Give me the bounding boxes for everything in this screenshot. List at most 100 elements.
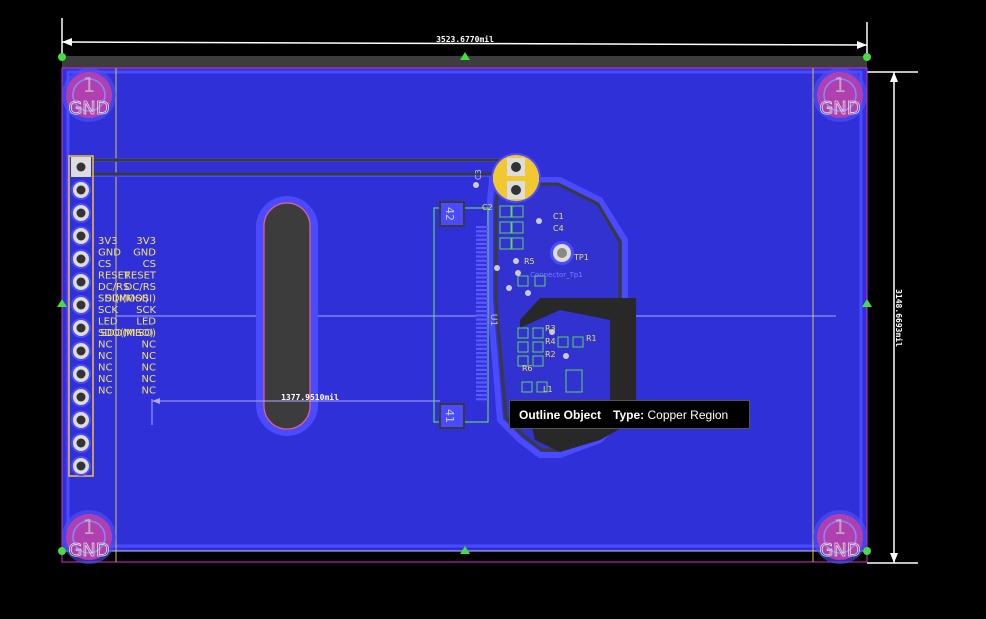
fpc-connector-u1[interactable]: 42 41 U1 [433,201,498,429]
fpc-pin [476,268,488,271]
fpc-pin [476,301,488,304]
svg-text:R1: R1 [586,334,597,343]
fpc-pin [476,263,488,266]
pin-header[interactable] [68,155,94,477]
mounting-hole-top-left[interactable]: 1 GND [62,68,116,122]
mounting-hole-bottom-right[interactable]: 1 GND [813,510,867,564]
fpc-pin [476,389,488,392]
header-pin[interactable] [71,226,91,246]
fpc-pin [476,343,488,346]
header-pin[interactable] [71,180,91,200]
tooltip-type-label: Type: [613,407,645,422]
header-label-left: NC [98,374,112,385]
header-pin[interactable] [71,410,91,430]
fpc-pin [476,255,488,258]
svg-text:R3: R3 [545,324,556,333]
test-point-tp1[interactable] [550,241,574,265]
vias [473,182,569,359]
fpc-pin [476,297,488,300]
tooltip-title: Outline Object [519,407,602,422]
fpc-pin [476,377,488,380]
c3-label: C3 [474,169,483,180]
header-label-left: NC [98,340,112,351]
header-pin[interactable] [71,272,91,292]
fpc-pin [476,226,488,229]
header-pin[interactable] [71,318,91,338]
svg-text:TP1: TP1 [573,253,589,262]
mounting-hole-bottom-left[interactable]: 1 GND [62,510,116,564]
tooltip-type: Type: Copper Region [613,408,728,422]
fpc-pin [476,360,488,363]
header-label-right: SDI(MOSI) [105,294,156,305]
dimension-height-label: 3148.6693mil [894,289,904,347]
fpc-pin [476,373,488,376]
header-label-left: 3V3 [98,236,118,247]
svg-text:R6: R6 [522,364,533,373]
fpc-pin [476,289,488,292]
header-label-left: LED [98,317,118,328]
fpc-pin [476,251,488,254]
hole-number: 1 [83,73,96,97]
header-label-left: SDO(MISO) [98,328,154,339]
component-labels: C2 C1 C4 R5 TP1 Connector_Tp1 R3 R4 R2 R… [482,203,597,394]
header-label-left: GND [98,248,121,259]
header-pin[interactable] [71,203,91,223]
hole-net-label: GND [819,540,860,561]
header-label-right: RESET [124,271,157,282]
fpc-pin [476,284,488,287]
slot-cutout[interactable] [256,196,318,436]
header-label-left: SDI(MOSI) [98,294,149,305]
copper-region[interactable] [62,68,867,551]
header-label-right: NC [142,374,156,385]
header-label-right: GND [133,248,156,259]
tooltip-type-value: Copper Region [647,407,729,422]
header-pin[interactable] [71,433,91,453]
fpc-pin [476,230,488,233]
header-label-left: NC [98,351,112,362]
fpc-pin [476,352,488,355]
fpc-pin [476,314,488,317]
header-pin[interactable] [71,295,91,315]
fpc-pin [476,318,488,321]
snap-points [57,52,872,555]
hole-net-label: GND [68,98,109,119]
fpc-pin [476,364,488,367]
header-label-left: NC [98,363,112,374]
svg-text:L1: L1 [543,385,553,394]
svg-text:C2: C2 [482,203,493,212]
svg-text:R4: R4 [545,337,556,346]
fpc-pin [476,259,488,262]
header-pin[interactable] [71,341,91,361]
dimension-height[interactable]: 3148.6693mil [867,71,918,564]
header-pin[interactable] [71,387,91,407]
fpc-pin [476,339,488,342]
header-label-left: SCK [98,305,118,316]
fpc-pin-42-label: 42 [443,207,456,221]
header-label-right: NC [142,386,156,397]
header-label-right: DC/RS [125,282,156,293]
header-pin[interactable] [71,249,91,269]
header-pin-list [71,157,91,476]
measurement-label: 1377.9510mil [281,392,339,402]
passive-components[interactable] [499,205,584,393]
header-labels-left: 3V3GNDCSRESETDC/RSSDI(MOSI)SCKLEDSDO(MIS… [98,236,154,397]
header-pin[interactable] [71,157,91,177]
hole-number: 1 [83,515,96,539]
fpc-pin [476,293,488,296]
fpc-pin [476,238,488,241]
fpc-pin-41-label: 41 [443,409,456,423]
fpc-pin [476,347,488,350]
header-label-right: LED [136,317,156,328]
board-outline[interactable] [61,67,868,563]
header-pin[interactable] [71,364,91,384]
capacitor-c3[interactable]: C3 [474,153,541,203]
header-label-right: SDO(MISO) [100,328,156,339]
measurement-line[interactable]: 1377.9510mil [151,392,440,425]
header-pin[interactable] [71,456,91,476]
svg-text:Connector_Tp1: Connector_Tp1 [530,271,583,279]
object-info-tooltip: Outline Object Type: Copper Region [509,400,750,429]
mounting-hole-top-right[interactable]: 1 GND [813,68,867,122]
dimension-width[interactable]: 3523.6770mil [61,18,868,58]
fpc-pin [476,247,488,250]
